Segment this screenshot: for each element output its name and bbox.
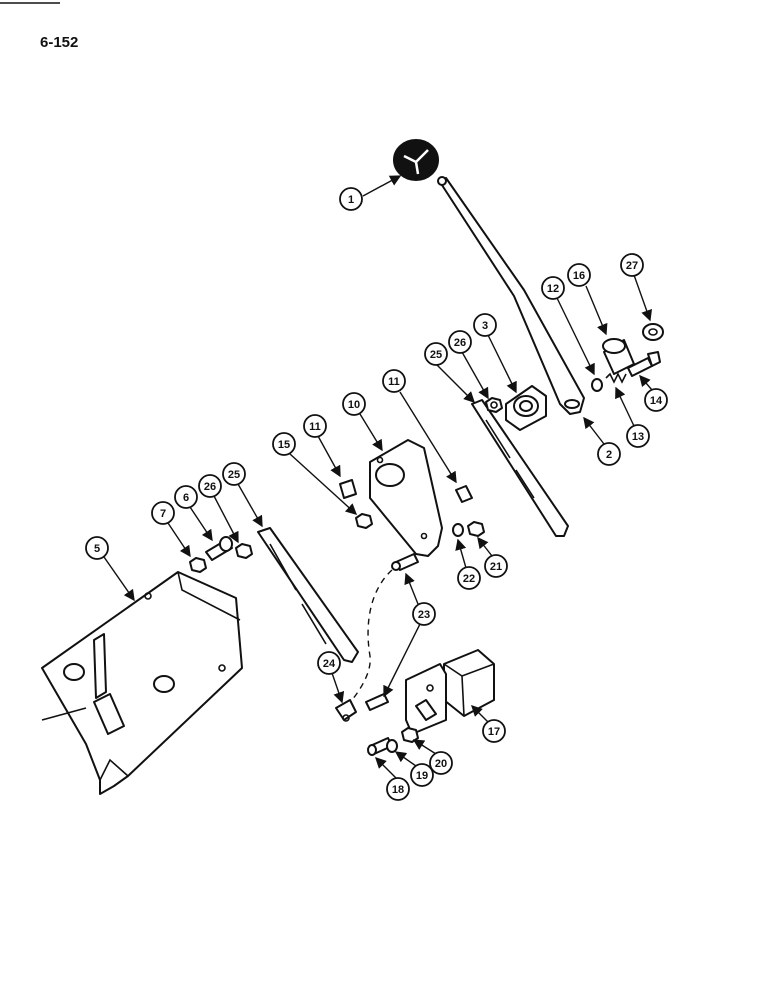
callout-14: 14: [639, 374, 668, 412]
callout-26-right: 26: [448, 330, 489, 400]
callout-13: 13: [615, 386, 650, 448]
callout-label-22: 22: [463, 573, 475, 585]
nut-20-part: [401, 727, 419, 743]
knob-part: [393, 139, 439, 181]
callout-11-left: 11: [303, 414, 341, 478]
callout-3: 3: [473, 313, 517, 394]
callout-10: 10: [342, 392, 383, 452]
spring-13-part: [605, 372, 627, 384]
base-bracket-5-part: [41, 571, 243, 795]
callout-label-14: 14: [650, 395, 663, 407]
callout-label-1: 1: [348, 194, 354, 206]
callout-12: 12: [541, 276, 595, 376]
washer-27-part: [642, 323, 664, 341]
washer-22-part: [452, 523, 464, 537]
nut-7-part: [189, 557, 207, 573]
callout-label-13: 13: [632, 431, 644, 443]
callout-label-17: 17: [488, 726, 500, 738]
linkage-path-line: [351, 569, 393, 701]
slotted-link-left-part: [257, 527, 359, 663]
callout-19: 19: [394, 751, 434, 787]
callout-label-10: 10: [348, 399, 360, 411]
washer-12-part: [591, 378, 603, 392]
ball-stud-upper-part: [391, 553, 419, 571]
solenoid-17-part: [405, 649, 495, 735]
callout-label-21: 21: [490, 561, 502, 573]
callout-label-11-left: 11: [309, 421, 321, 433]
callout-label-2: 2: [606, 449, 612, 461]
callout-label-12: 12: [547, 283, 559, 295]
pivot-bracket-part: [505, 385, 547, 431]
callout-20: 20: [412, 739, 453, 775]
callout-11-right: 11: [382, 369, 457, 484]
page-number: 6-152: [40, 34, 79, 51]
callout-22: 22: [455, 538, 481, 590]
callout-label-20: 20: [435, 758, 447, 770]
socket-24-part: [335, 699, 357, 722]
nut-26-left-part: [235, 543, 253, 559]
shift-lever-part: [437, 176, 585, 415]
callout-23-upper: 23: [404, 572, 436, 626]
callout-18: 18: [375, 757, 410, 801]
callout-2: 2: [583, 416, 621, 466]
callout-7: 7: [151, 501, 191, 558]
callout-25-left: 25: [222, 462, 263, 528]
slotted-link-right-part: [471, 399, 569, 537]
callout-label-25-right: 25: [430, 349, 442, 361]
callout-26-left: 26: [198, 474, 239, 544]
callout-label-24: 24: [323, 658, 336, 670]
callout-label-15: 15: [278, 439, 290, 451]
callout-17: 17: [471, 705, 506, 743]
callout-15: 15: [272, 432, 358, 515]
callout-6: 6: [174, 485, 213, 542]
callout-5: 5: [85, 536, 135, 602]
pin-11-left-part: [339, 479, 357, 499]
callout-24: 24: [317, 651, 345, 704]
callout-25-right: 25: [424, 342, 475, 403]
ball-stud-lower-part: [365, 693, 389, 711]
callout-21: 21: [477, 536, 508, 578]
callout-27: 27: [620, 253, 652, 322]
callout-label-26-left: 26: [204, 481, 216, 493]
bushing-16-part: [602, 338, 635, 375]
callout-1: 1: [339, 175, 402, 211]
nut-21-part: [467, 521, 485, 537]
callout-label-26-right: 26: [454, 337, 466, 349]
callout-label-19: 19: [416, 770, 428, 782]
callout-label-11-right: 11: [388, 376, 400, 388]
callout-23-lower: [383, 623, 421, 698]
callout-label-6: 6: [183, 492, 189, 504]
pin-11-right-part: [455, 485, 473, 503]
callout-label-18: 18: [392, 784, 404, 796]
callout-label-25-left: 25: [228, 469, 240, 481]
bolt-14-part: [627, 351, 661, 377]
callout-label-5: 5: [94, 543, 100, 555]
callout-16: 16: [567, 263, 608, 336]
callout-label-16: 16: [573, 270, 585, 282]
plate-10-part: [369, 439, 443, 557]
callout-label-7: 7: [160, 508, 166, 520]
nut-right-part: [485, 397, 503, 413]
nut-15-part: [355, 513, 373, 529]
callout-label-27: 27: [626, 260, 638, 272]
washer-19-part: [386, 739, 398, 753]
callout-label-23-upper: 23: [418, 609, 430, 621]
bolt-6-part: [205, 536, 233, 561]
callout-label-3: 3: [482, 320, 488, 332]
